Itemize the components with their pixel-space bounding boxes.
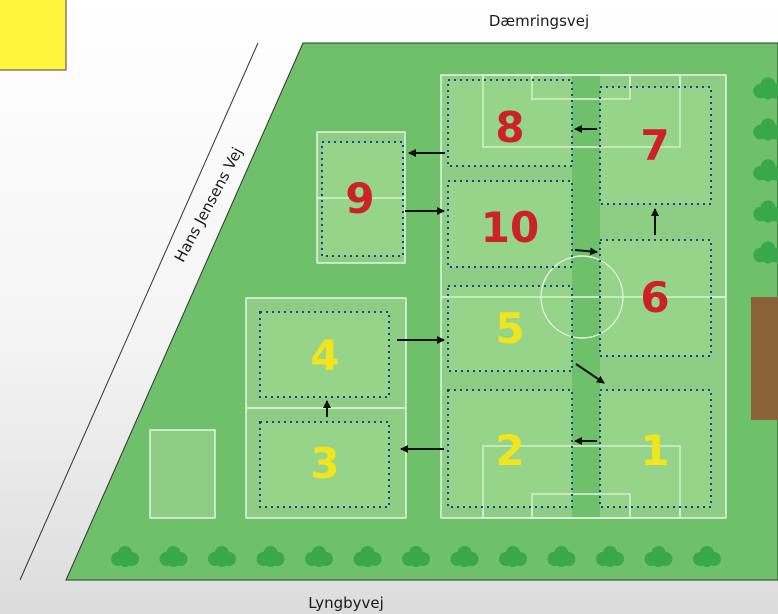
zone-number-4: 4	[310, 331, 339, 380]
zone-number-6: 6	[640, 273, 669, 322]
building-block	[751, 297, 778, 420]
zone-number-8: 8	[495, 103, 524, 152]
street-label-bottom: Lyngbyvej	[308, 594, 384, 612]
zone-number-10: 10	[481, 203, 539, 252]
zone-number-1: 1	[640, 426, 669, 475]
street-label-top: Dæmringsvej	[489, 12, 589, 30]
zone-number-2: 2	[495, 426, 524, 475]
zone-number-9: 9	[345, 174, 374, 223]
zone-number-7: 7	[640, 121, 669, 170]
zone-number-3: 3	[310, 439, 339, 488]
legend-color-box	[0, 0, 66, 70]
tiny-pitch	[150, 430, 215, 518]
zone-number-5: 5	[495, 304, 524, 353]
